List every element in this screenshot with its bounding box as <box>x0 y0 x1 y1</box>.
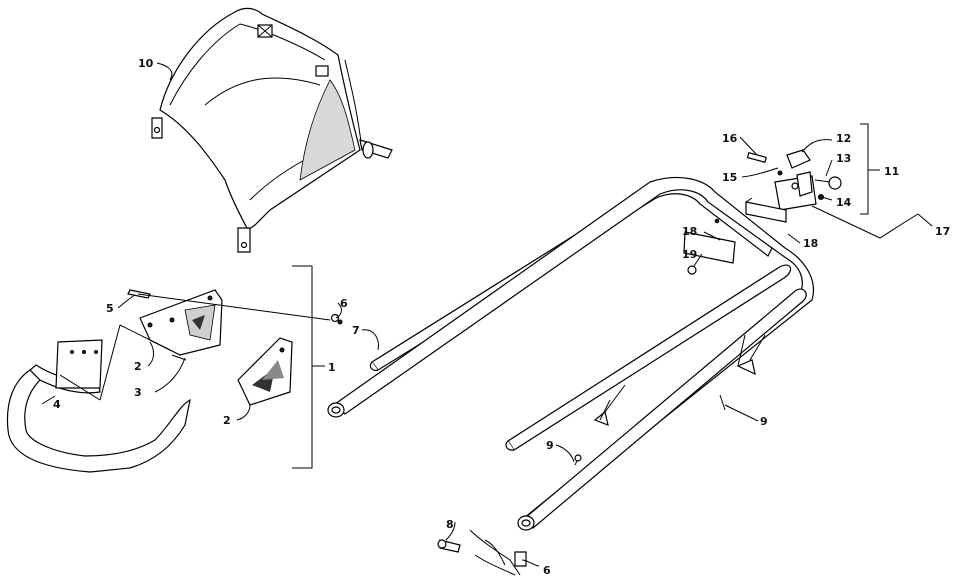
callout-16: 16 <box>722 132 738 145</box>
part-bumper <box>6 339 191 473</box>
callout-15: 15 <box>722 171 737 184</box>
part-hardware <box>171 313 756 576</box>
callout-11: 11 <box>884 165 899 178</box>
callout-14: 14 <box>836 196 852 209</box>
leader-lines <box>41 62 933 567</box>
callout-labels: 10 16 12 13 11 15 14 17 18 18 19 5 6 7 2… <box>53 57 950 577</box>
callout-18-left: 18 <box>682 225 697 238</box>
callout-6-top: 6 <box>340 297 348 310</box>
part-windshield <box>151 7 393 253</box>
callout-10: 10 <box>138 57 154 70</box>
callout-8: 8 <box>446 518 454 531</box>
callout-1: 1 <box>328 361 336 374</box>
callout-12: 12 <box>836 132 851 145</box>
callout-5: 5 <box>106 302 114 315</box>
callout-2-bottom: 2 <box>223 414 231 427</box>
callout-3: 3 <box>134 386 142 399</box>
callout-4: 4 <box>53 398 61 411</box>
callout-7: 7 <box>352 324 360 337</box>
callout-19: 19 <box>682 248 697 261</box>
callout-6-bottom: 6 <box>543 564 551 577</box>
part-hitch-bracket <box>745 149 919 223</box>
callout-9-left: 9 <box>546 439 554 452</box>
part-front-bracket-upper <box>127 289 223 356</box>
callout-9-right: 9 <box>760 415 768 428</box>
part-front-bracket-lower <box>237 337 293 406</box>
callout-17: 17 <box>935 225 950 238</box>
callout-18-right: 18 <box>803 237 818 250</box>
callout-13: 13 <box>836 152 851 165</box>
callout-2-top: 2 <box>134 360 142 373</box>
